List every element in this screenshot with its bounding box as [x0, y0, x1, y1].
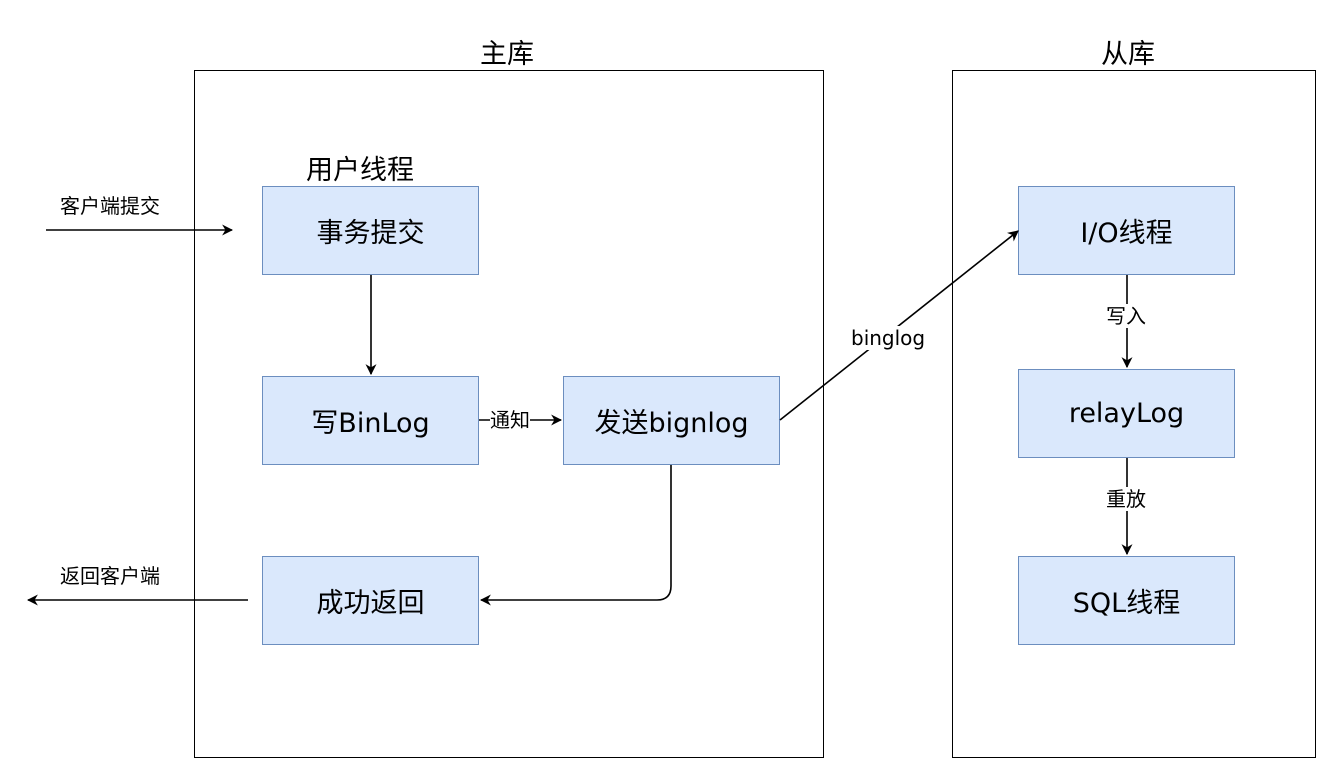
notify-label: 通知: [490, 408, 530, 432]
relay-log-node[interactable]: relayLog: [1018, 369, 1235, 458]
send-binlog-node[interactable]: 发送bignlog: [563, 376, 780, 465]
success-return-node[interactable]: 成功返回: [262, 556, 479, 645]
client-commit-label: 客户端提交: [60, 194, 160, 218]
binlog-transfer-label: binglog: [851, 326, 926, 350]
replay-label: 重放: [1106, 487, 1146, 511]
commit-transaction-node[interactable]: 事务提交: [262, 186, 479, 275]
send-to-success-arrow: [479, 465, 672, 606]
slave-title: 从库: [1101, 39, 1155, 70]
binlog-transfer-arrow: [779, 230, 1019, 421]
io-thread-node[interactable]: I/O线程: [1018, 186, 1235, 275]
sql-thread-node[interactable]: SQL线程: [1018, 556, 1235, 645]
return-client-label: 返回客户端: [60, 564, 160, 588]
write-binlog-node[interactable]: 写BinLog: [262, 376, 479, 465]
write-in-label: 写入: [1106, 304, 1146, 328]
user-thread-label: 用户线程: [306, 155, 414, 186]
master-title: 主库: [480, 39, 534, 70]
